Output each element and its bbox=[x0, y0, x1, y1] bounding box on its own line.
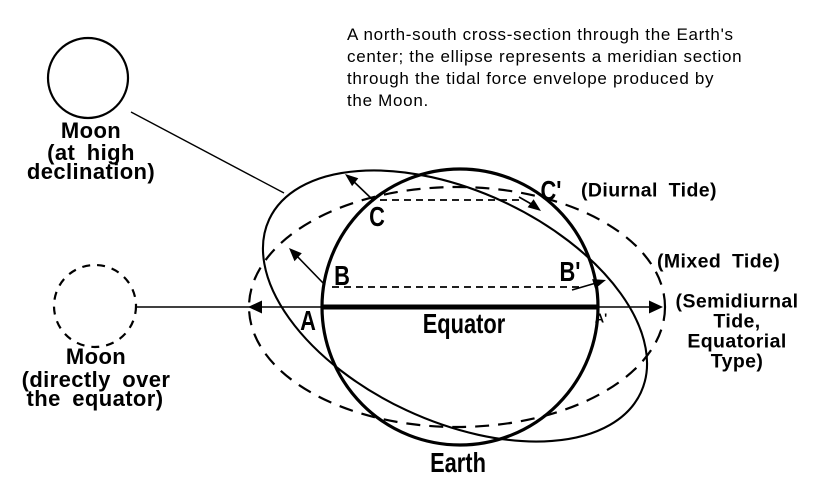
moon-over-equator-label: the equator) bbox=[26, 386, 164, 411]
right-bulge-arrowhead-icon bbox=[649, 300, 663, 314]
moon-high-declination-label: Moon bbox=[60, 118, 122, 143]
left-bulge-arrowhead-icon bbox=[248, 300, 262, 314]
moon-high-declination-label: declination) bbox=[26, 159, 156, 184]
semidiurnal-tide-envelope-ellipse bbox=[247, 185, 667, 429]
moon-over-equator-label: (directly over bbox=[21, 367, 171, 392]
moon-high-pointer-line bbox=[130, 111, 285, 194]
bulge-arrow-b-head-icon bbox=[289, 248, 302, 262]
b-prime-arrowhead-icon bbox=[592, 279, 606, 289]
point-a-label: A bbox=[300, 305, 316, 336]
point-b-prime-label: B' bbox=[559, 256, 581, 287]
moon-over-equator-label: Moon bbox=[65, 344, 127, 369]
moon-high-declination-label: (at high bbox=[47, 140, 135, 165]
earth-label: Earth bbox=[430, 447, 486, 478]
mixed-tide-label: (Mixed Tide) bbox=[657, 250, 781, 273]
bulge-arrow-c-head-icon bbox=[345, 174, 359, 187]
point-c-label: C bbox=[369, 201, 385, 232]
diurnal-tide-label: (Diurnal Tide) bbox=[581, 179, 717, 202]
semidiurnal-tide-label: Tide, bbox=[713, 310, 761, 333]
caption-line: through the tidal force envelope produce… bbox=[347, 69, 715, 88]
caption: A north-south cross-section through the … bbox=[347, 24, 742, 112]
bulge-arrow-b-line bbox=[292, 251, 326, 286]
caption-line: center; the ellipse represents a meridia… bbox=[347, 47, 743, 66]
equator-label: Equator bbox=[422, 308, 506, 339]
moon-over-equator-circle bbox=[52, 263, 138, 349]
semidiurnal-tide-label: (Semidiurnal bbox=[675, 290, 799, 313]
moon-high-declination-circle bbox=[46, 36, 130, 120]
semidiurnal-tide-label: Equatorial bbox=[687, 330, 787, 353]
b-prime-arrow-line bbox=[571, 282, 597, 291]
c-prime-arrowhead-icon bbox=[527, 199, 541, 211]
diurnal-tide-envelope-ellipse bbox=[261, 169, 649, 443]
semidiurnal-tide-label: Type) bbox=[710, 350, 764, 373]
point-b-label: B bbox=[334, 260, 350, 291]
point-c-prime-label: C' bbox=[540, 175, 562, 206]
point-a-prime-label: A' bbox=[594, 310, 608, 326]
caption-line: the Moon. bbox=[347, 91, 429, 110]
caption-line: A north-south cross-section through the … bbox=[347, 25, 734, 44]
